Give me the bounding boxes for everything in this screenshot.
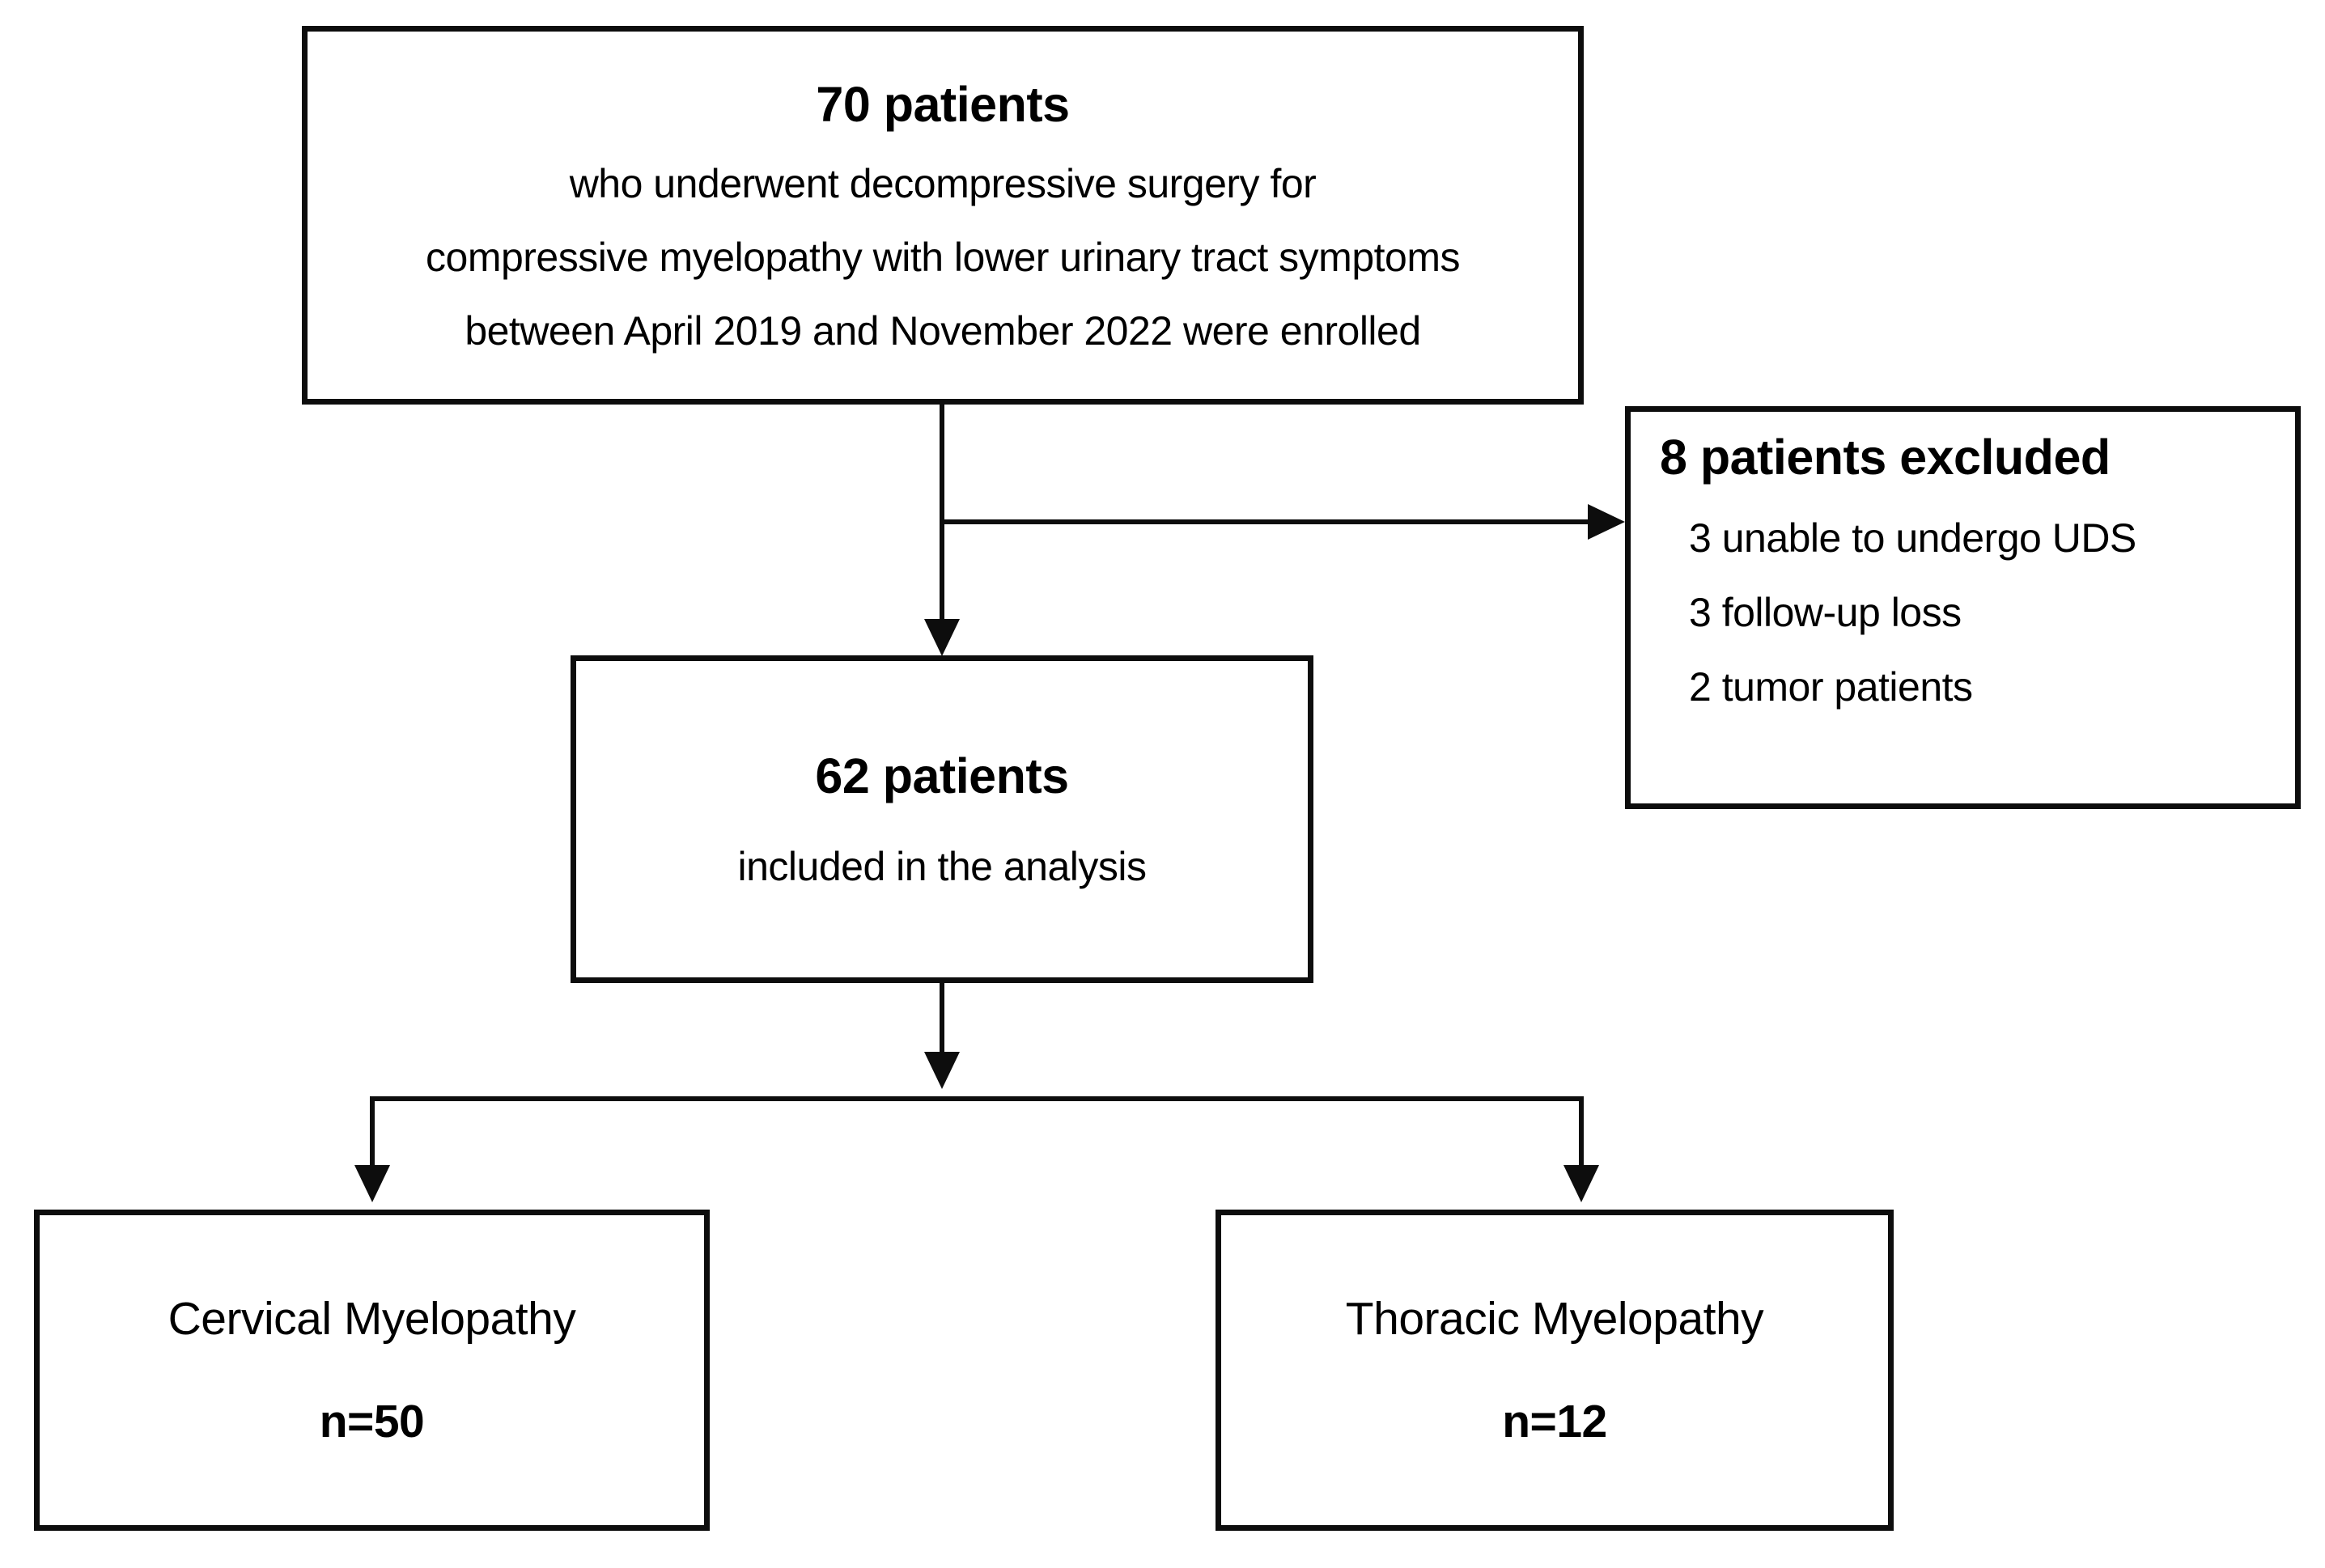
enrolled-heading: 70 patients [816, 76, 1070, 132]
arrow-enrolled-to-excluded [1588, 504, 1625, 540]
connector-enrolled-to-included-stem [940, 405, 944, 645]
node-thoracic-myelopathy: Thoracic Myelopathy n=12 [1216, 1210, 1894, 1531]
cervical-label: Cervical Myelopathy [168, 1292, 576, 1345]
excluded-reason-3: 2 tumor patients [1689, 664, 1973, 710]
connector-included-to-split-stem [940, 983, 944, 1074]
node-included-patients: 62 patients included in the analysis [571, 655, 1313, 983]
excluded-reason-1: 3 unable to undergo UDS [1689, 515, 2136, 561]
cervical-count: n=50 [319, 1395, 425, 1447]
enrolled-line-2: compressive myelopathy with lower urinar… [426, 234, 1460, 280]
connector-split-to-thoracic-stem [1579, 1096, 1584, 1177]
split-bar [370, 1096, 1584, 1101]
enrolled-line-1: who underwent decompressive surgery for [569, 160, 1317, 206]
arrow-enrolled-to-included [924, 619, 960, 656]
arrow-split-to-thoracic [1563, 1165, 1599, 1202]
excluded-reason-2: 3 follow-up loss [1689, 590, 1962, 635]
thoracic-count: n=12 [1502, 1395, 1607, 1447]
node-enrolled-patients: 70 patients who underwent decompressive … [302, 26, 1584, 405]
thoracic-label: Thoracic Myelopathy [1345, 1292, 1764, 1345]
node-cervical-myelopathy: Cervical Myelopathy n=50 [34, 1210, 710, 1531]
excluded-heading: 8 patients excluded [1660, 430, 2111, 485]
arrow-split-to-cervical [354, 1165, 390, 1202]
included-heading: 62 patients [815, 748, 1069, 803]
connector-split-to-cervical-stem [370, 1096, 375, 1177]
enrolled-line-3: between April 2019 and November 2022 wer… [465, 307, 1421, 354]
node-excluded-patients: 8 patients excluded 3 unable to undergo … [1625, 406, 2301, 809]
connector-enrolled-to-excluded-line [940, 519, 1593, 524]
included-subtext: included in the analysis [737, 844, 1148, 889]
arrow-included-to-split [924, 1052, 960, 1089]
